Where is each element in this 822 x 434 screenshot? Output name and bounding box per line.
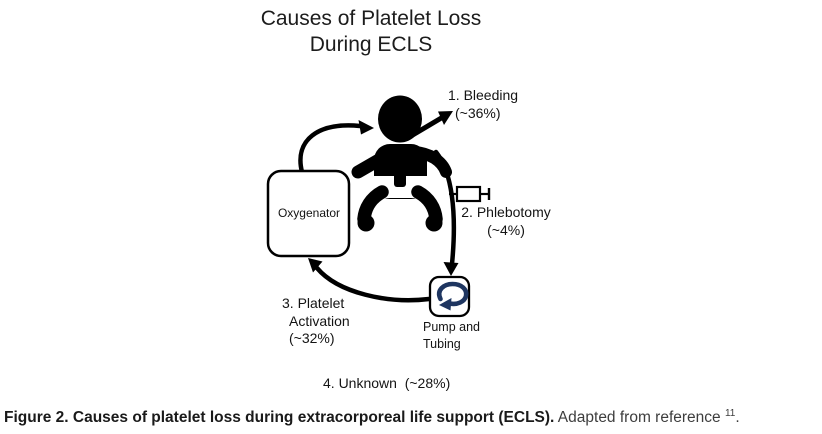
cause-bleeding-line2: (~36%) bbox=[455, 104, 501, 121]
cause-platelet-line2: Activation bbox=[289, 312, 350, 329]
cause-bleeding-line1: 1. Bleeding bbox=[448, 87, 519, 103]
diagram-title: Causes of Platelet Loss During ECLS bbox=[241, 6, 501, 58]
figure-caption-reference-superscript: 11 bbox=[724, 408, 736, 419]
diagram-title-line1: Causes of Platelet Loss bbox=[260, 7, 482, 30]
pump-node bbox=[428, 275, 471, 318]
oxygenator-node bbox=[266, 169, 351, 258]
figure-caption-bold: Figure 2. Causes of platelet loss during… bbox=[4, 409, 555, 427]
ecls-circuit-artwork bbox=[266, 95, 491, 318]
cause-platelet-line1: 3. Platelet bbox=[282, 295, 345, 311]
flow-arrow-pump-to-oxygenator bbox=[308, 258, 432, 303]
cause-platelet-line3: (~32%) bbox=[289, 330, 335, 346]
pump-rotation-icon bbox=[436, 281, 469, 311]
cause-platelet-activation-label: 3. Platelet Activation (~32%) bbox=[282, 295, 350, 348]
oxygenator-label: Oxygenator bbox=[277, 206, 341, 220]
figure-caption-regular: Adapted from reference bbox=[554, 409, 725, 427]
cause-bleeding-label: 1. Bleeding (~36%) bbox=[448, 87, 518, 122]
cause-phlebotomy-line1: 2. Phlebotomy bbox=[461, 204, 551, 220]
figure-caption-period: . bbox=[735, 409, 740, 427]
cause-phlebotomy-line2: (~4%) bbox=[487, 221, 525, 238]
pump-label-line1: Pump and bbox=[423, 320, 480, 334]
syringe-icon bbox=[449, 185, 491, 203]
pump-label-line2: Tubing bbox=[423, 336, 461, 351]
figure-caption: Figure 2. Causes of platelet loss during… bbox=[4, 404, 820, 428]
pump-label: Pump and Tubing bbox=[423, 319, 480, 352]
cause-unknown-label: 4. Unknown (~28%) bbox=[323, 375, 451, 391]
baby-patient-icon bbox=[351, 95, 452, 232]
cause-phlebotomy-label: 2. Phlebotomy (~4%) bbox=[453, 204, 559, 239]
flow-arrow-oxygenator-to-patient bbox=[298, 120, 374, 175]
diagram-title-line2: During ECLS bbox=[309, 33, 433, 56]
